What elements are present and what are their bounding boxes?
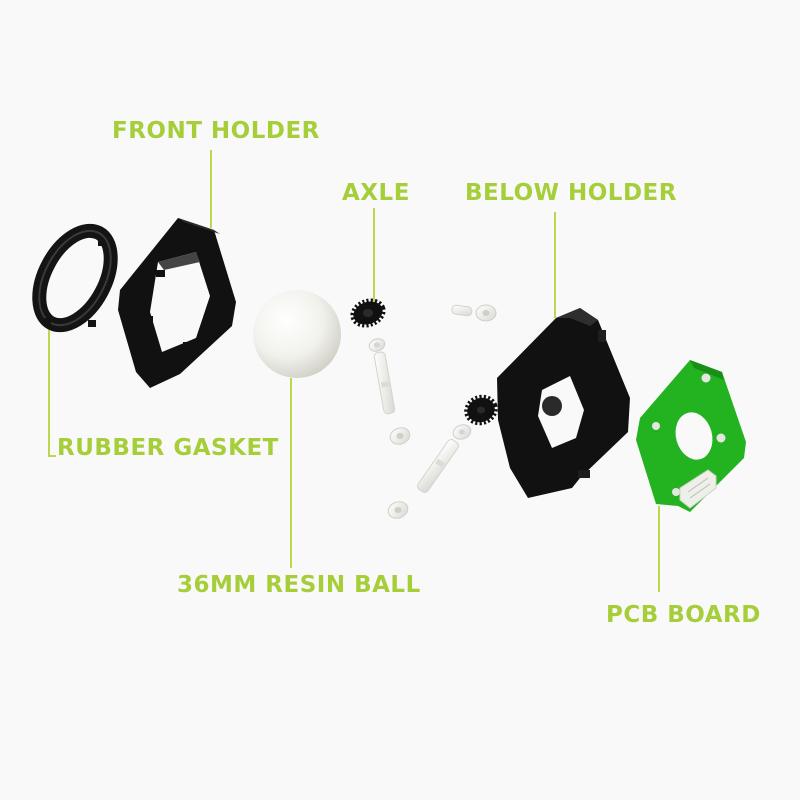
- axle-assembly-lower: [387, 304, 498, 519]
- label-axle: AXLE: [342, 180, 410, 206]
- leader-rubber-gasket: [48, 330, 56, 457]
- pcb-center-hole: [675, 412, 713, 460]
- axle-bushing-upper: [389, 427, 411, 445]
- gear-lower: [464, 394, 498, 426]
- resin-ball: [253, 290, 341, 378]
- below-holder: [497, 308, 630, 498]
- label-front-holder: FRONT HOLDER: [112, 118, 320, 144]
- pcb-mount-hole: [652, 422, 660, 430]
- axle-assembly-upper: [350, 298, 411, 445]
- axle-pin-top: [451, 304, 497, 322]
- label-resin-ball: 36MM RESIN BALL: [177, 572, 421, 598]
- axle-washer-upper: [368, 338, 386, 352]
- below-holder-ball-glimpse: [542, 396, 562, 416]
- label-rubber-gasket: RUBBER GASKET: [57, 435, 279, 461]
- label-below-holder: BELOW HOLDER: [465, 180, 677, 206]
- axle-shaft-upper: [373, 351, 396, 415]
- axle-washer-lower: [452, 424, 472, 440]
- pcb-connector: [679, 469, 717, 509]
- gear-upper: [350, 298, 386, 328]
- pcb-mount-hole: [672, 488, 680, 496]
- axle-shaft-lower: [416, 439, 460, 493]
- label-pcb-board: PCB BOARD: [606, 602, 761, 628]
- axle-bushing-lower: [387, 501, 409, 519]
- rubber-gasket: [32, 223, 118, 333]
- front-holder: [118, 218, 236, 388]
- pcb-mount-hole: [716, 433, 726, 443]
- pcb-board: [636, 360, 746, 512]
- pcb-mount-hole: [701, 373, 711, 383]
